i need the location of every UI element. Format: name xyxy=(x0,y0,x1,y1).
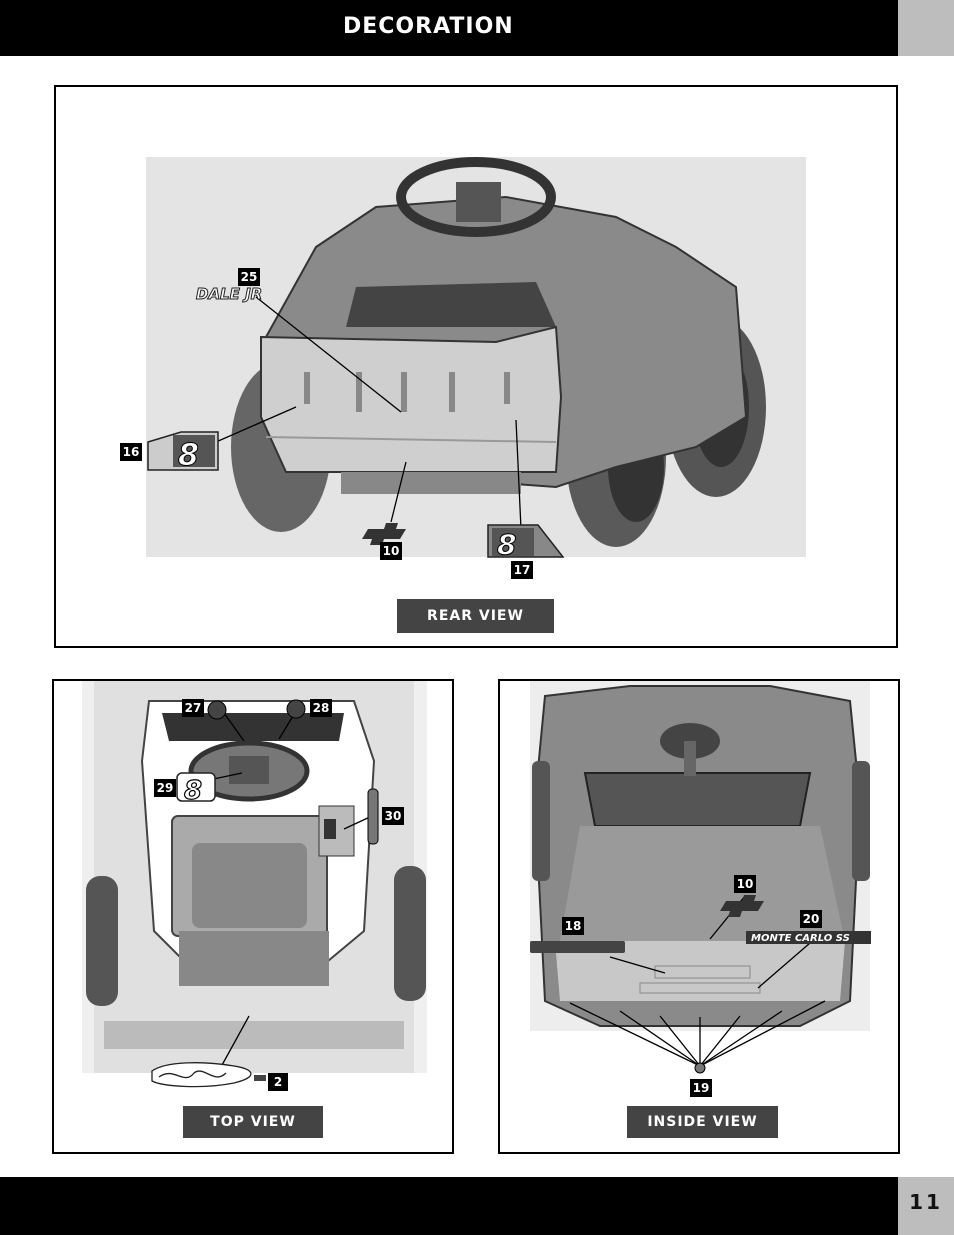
inside-view-illustration: MONTE CARLO SS xyxy=(530,681,871,1074)
callout-16: 16 xyxy=(120,443,142,461)
rear-view-illustration: DALE JR 8 8 xyxy=(146,157,806,562)
header-tab xyxy=(898,0,954,56)
callout-19: 19 xyxy=(690,1079,712,1097)
callout-2: 2 xyxy=(268,1073,288,1091)
rear-view-label: REAR VIEW xyxy=(397,599,554,633)
header-bar: DECORATION xyxy=(0,0,898,56)
page-title: DECORATION xyxy=(343,14,514,39)
signature-decal-2 xyxy=(151,1062,252,1088)
monte-carlo-text: MONTE CARLO SS xyxy=(751,933,850,944)
gauge-decal-28-icon xyxy=(286,699,306,719)
callout-29: 29 xyxy=(154,779,176,797)
top-view-panel: 8 27 28 29 30 2 TOP VIEW xyxy=(52,679,454,1154)
number-8-text: 8 xyxy=(178,438,199,473)
inside-view-panel: MONTE CARLO SS 10 18 20 19 INSIDE VIEW xyxy=(498,679,900,1154)
callout-10: 10 xyxy=(734,875,756,893)
dale-jr-decal: DALE JR xyxy=(196,285,262,303)
callout-17: 17 xyxy=(511,561,533,579)
callout-25: 25 xyxy=(238,268,260,286)
top-view-label: TOP VIEW xyxy=(183,1106,323,1138)
monte-carlo-decal-20 xyxy=(746,931,871,944)
bowtie-emblem-icon xyxy=(720,895,764,917)
callout-10: 10 xyxy=(380,542,402,560)
callout-30: 30 xyxy=(382,807,404,825)
switch-decal-30 xyxy=(367,788,379,845)
gauge-decal-27-icon xyxy=(207,700,227,720)
callout-28: 28 xyxy=(310,699,332,717)
rear-view-panel: DALE JR 8 8 25 16 10 17 REAR VIEW xyxy=(54,85,898,648)
round-decal-19-icon xyxy=(694,1062,706,1074)
bowtie-emblem-icon xyxy=(362,523,406,545)
callout-18: 18 xyxy=(562,917,584,935)
footer-tab xyxy=(898,1177,954,1235)
number-8-text: 8 xyxy=(184,776,202,806)
footer-bar xyxy=(0,1177,898,1235)
grille-decal-18 xyxy=(530,941,625,953)
number-8-text: 8 xyxy=(497,528,516,561)
callout-27: 27 xyxy=(182,699,204,717)
number-decal-29 xyxy=(176,772,216,802)
top-view-illustration: 8 xyxy=(82,681,427,1088)
inside-view-label: INSIDE VIEW xyxy=(627,1106,778,1138)
page-number: 11 xyxy=(909,1190,943,1214)
callout-20: 20 xyxy=(800,910,822,928)
